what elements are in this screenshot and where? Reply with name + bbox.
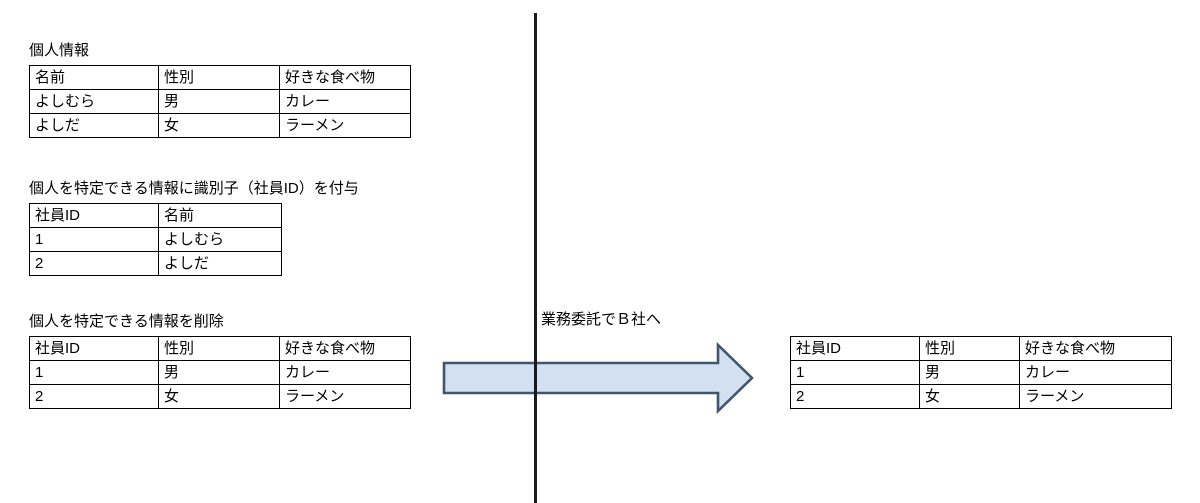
table-cell: 女 [158,384,280,409]
table-identifier-map: 社員ID 名前 1 よしむら 2 よしだ [29,203,282,276]
table-cell: 2 [29,251,159,276]
table-row: 2 女 ラーメン [29,384,411,409]
table-row: よしだ 女 ラーメン [29,113,411,138]
table-header-cell: 社員ID [790,336,920,361]
table-cell: よしだ [29,113,159,138]
table-row: よしむら 男 カレー [29,89,411,114]
table-cell: よしむら [158,227,282,252]
table-cell: 1 [790,360,920,385]
table-row: 1 男 カレー [790,360,1172,385]
arrow-shape [442,342,754,414]
table-header-cell: 好きな食べ物 [279,65,411,90]
company-divider-line [534,13,537,503]
table-cell: 男 [158,360,280,385]
table-header-cell: 性別 [158,65,280,90]
table-row: 名前 性別 好きな食べ物 [29,65,411,90]
table-cell: 男 [158,89,280,114]
table-cell: 女 [919,384,1020,409]
table-cell: ラーメン [279,113,411,138]
table-header-cell: 名前 [29,65,159,90]
table-header-cell: 好きな食べ物 [279,336,411,361]
section-caption-transfer: 業務委託でＢ社へ [541,311,662,328]
table-row: 2 よしだ [29,251,282,276]
table-header-cell: 名前 [158,203,282,228]
table-cell: カレー [279,89,411,114]
table-cell: ラーメン [279,384,411,409]
table-cell: カレー [279,360,411,385]
arrow-right-icon [442,342,754,414]
table-received: 社員ID 性別 好きな食べ物 1 男 カレー 2 女 ラーメン [790,336,1172,409]
table-header-cell: 性別 [158,336,280,361]
table-header-cell: 好きな食べ物 [1019,336,1172,361]
table-cell: 2 [29,384,159,409]
table-row: 社員ID 名前 [29,203,282,228]
table-cell: カレー [1019,360,1172,385]
table-header-cell: 社員ID [29,203,159,228]
table-anonymized: 社員ID 性別 好きな食べ物 1 男 カレー 2 女 ラーメン [29,336,411,409]
table-row: 1 男 カレー [29,360,411,385]
section-caption-assign-id: 個人を特定できる情報に識別子（社員ID）を付与 [29,180,359,197]
table-cell: よしだ [158,251,282,276]
table-cell: 1 [29,360,159,385]
section-caption-remove-pii: 個人を特定できる情報を削除 [29,313,224,330]
table-personal-info: 名前 性別 好きな食べ物 よしむら 男 カレー よしだ 女 ラーメン [29,65,411,138]
table-row: 1 よしむら [29,227,282,252]
section-caption-personal-info: 個人情報 [29,42,90,59]
table-cell: ラーメン [1019,384,1172,409]
table-cell: 女 [158,113,280,138]
table-header-cell: 社員ID [29,336,159,361]
table-header-cell: 性別 [919,336,1020,361]
transfer-arrow [442,342,754,414]
table-cell: 男 [919,360,1020,385]
table-row: 社員ID 性別 好きな食べ物 [790,336,1172,361]
table-cell: よしむら [29,89,159,114]
table-cell: 2 [790,384,920,409]
table-row: 2 女 ラーメン [790,384,1172,409]
table-row: 社員ID 性別 好きな食べ物 [29,336,411,361]
table-cell: 1 [29,227,159,252]
